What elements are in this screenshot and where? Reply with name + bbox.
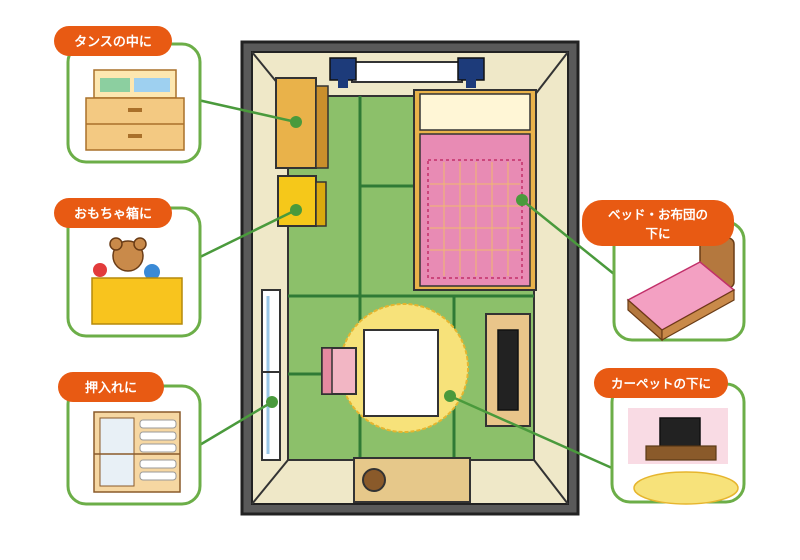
label-closet: 押入れに [58, 372, 164, 402]
left-window [261, 289, 281, 461]
toy-box-teddy-icon [91, 237, 183, 325]
label-tansu: タンスの中に [54, 26, 172, 56]
label-toybox-text: おもちゃ箱に [74, 206, 152, 222]
tv-stand [485, 313, 531, 427]
label-bed-text-line1: ベッド・お布団の [608, 207, 708, 222]
panel-carpet [610, 382, 746, 505]
label-bed-text-line2: 下に [645, 226, 670, 241]
bed-furniture [413, 89, 537, 291]
toybox-furniture [277, 175, 317, 227]
floor-plan [240, 40, 580, 516]
label-toybox: おもちゃ箱に [54, 198, 172, 228]
panel-closet [66, 384, 202, 506]
connectors [197, 98, 615, 470]
panel-bed [612, 220, 746, 342]
desk [363, 329, 439, 417]
bed-icon [626, 237, 736, 342]
panel-toybox [66, 206, 202, 338]
label-tansu-text: タンスの中に [74, 34, 152, 50]
label-closet-text: 押入れに [85, 380, 137, 396]
label-carpet: カーペットの下に [594, 368, 728, 398]
top-window [351, 61, 463, 83]
closet-icon [93, 411, 181, 493]
panel-tansu [66, 42, 202, 164]
tansu-dresser-icon [85, 69, 185, 151]
label-bed: ベッド・お布団の 下に [582, 200, 734, 246]
tv-carpet-icon [628, 408, 739, 505]
label-carpet-text: カーペットの下に [611, 376, 711, 391]
